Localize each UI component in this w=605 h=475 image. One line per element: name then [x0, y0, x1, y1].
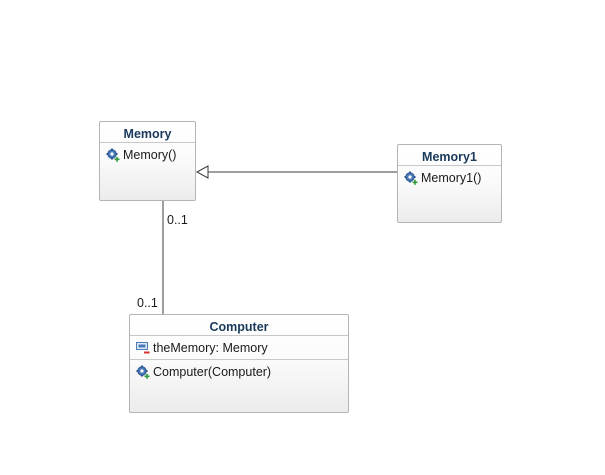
operation-item[interactable]: Memory() — [106, 146, 191, 164]
operation-label: Memory() — [123, 147, 177, 162]
operation-label: Memory1() — [421, 170, 482, 185]
class-name: Memory1 — [422, 150, 477, 164]
generalization-memory1-to-memory[interactable] — [195, 165, 398, 179]
inheritance-arrowhead — [195, 165, 209, 179]
class-name: Memory — [123, 127, 172, 141]
public-operation-gear-icon — [106, 148, 120, 162]
operation-item[interactable]: Memory1() — [404, 169, 497, 187]
attribute-label: theMemory: Memory — [153, 340, 268, 355]
attributes-compartment: theMemory: Memory — [130, 335, 348, 359]
class-name: Computer — [209, 320, 269, 334]
operations-compartment: Computer(Computer) — [130, 359, 348, 384]
class-memory1[interactable]: Memory1 Memory1() — [397, 144, 502, 223]
public-operation-gear-icon — [136, 365, 150, 379]
multiplicity-memory-end: 0..1 — [167, 213, 188, 227]
operation-label: Computer(Computer) — [153, 364, 272, 379]
class-computer[interactable]: Computer theMemory: Memory Computer(C — [129, 314, 349, 413]
public-operation-gear-icon — [404, 171, 418, 185]
private-attribute-field-icon — [136, 342, 150, 354]
operations-compartment: Memory1() — [398, 165, 501, 190]
operation-item[interactable]: Computer(Computer) — [136, 363, 344, 381]
operations-compartment: Memory() — [100, 142, 195, 167]
multiplicity-computer-end: 0..1 — [137, 296, 158, 310]
class-memory[interactable]: Memory Memory() — [99, 121, 196, 201]
attribute-item[interactable]: theMemory: Memory — [136, 339, 344, 357]
